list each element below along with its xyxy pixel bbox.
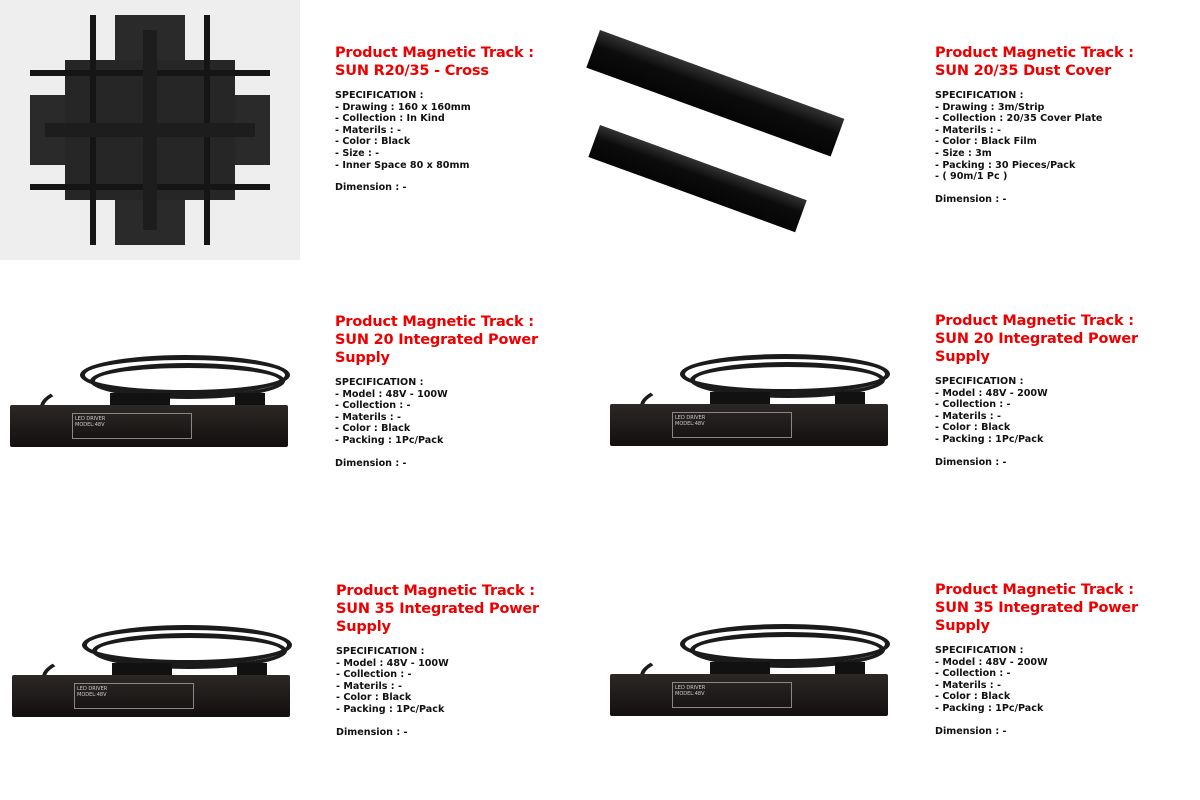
spec-item: - Color : Black bbox=[336, 692, 412, 704]
spec-item: - Materils : - bbox=[935, 124, 1001, 136]
spec-item: - Materils : - bbox=[335, 411, 401, 423]
cross-connector-image bbox=[0, 0, 300, 260]
spec-item: - Model : 48V - 200W bbox=[935, 387, 1048, 399]
product-title-line1: Product Magnetic Track : bbox=[935, 582, 1134, 598]
product-info: Product Magnetic Track : SUN 35 Integrate… bbox=[935, 581, 1195, 737]
dimension: Dimension : - bbox=[335, 457, 407, 469]
spec-item: - Color : Black bbox=[935, 422, 1011, 434]
spec-heading: SPECIFICATION : bbox=[335, 90, 424, 101]
product-title-line1: Product Magnetic Track : bbox=[935, 313, 1134, 329]
product-name: SUN 35 Integrated Power Supply bbox=[336, 601, 539, 635]
spec-item: - Materils : - bbox=[935, 410, 1001, 422]
spec-item: - Color : Black bbox=[335, 136, 411, 148]
product-title: Product Magnetic Track : SUN R20/35 - Cro… bbox=[335, 44, 595, 80]
spec-heading: SPECIFICATION : bbox=[336, 646, 425, 657]
product-name: SUN 20/35 Dust Cover bbox=[935, 63, 1112, 79]
product-title-line1: Product Magnetic Track : bbox=[336, 583, 535, 599]
spec-item: - Packing : 1Pc/Pack bbox=[336, 703, 445, 715]
spec-item: - Color : Black bbox=[335, 423, 411, 435]
product-title: Product Magnetic Track : SUN 35 Integrate… bbox=[336, 582, 596, 636]
dimension: Dimension : - bbox=[935, 193, 1007, 205]
spec-item: - Collection : - bbox=[935, 668, 1011, 680]
product-name: SUN 35 Integrated Power Supply bbox=[935, 600, 1138, 634]
spec-item: - Model : 48V - 100W bbox=[336, 657, 449, 669]
spec-heading: SPECIFICATION : bbox=[935, 645, 1024, 656]
spec-item: - Packing : 1Pc/Pack bbox=[935, 702, 1044, 714]
spec-item: - Color : Black Film bbox=[935, 136, 1037, 148]
product-title: Product Magnetic Track : SUN 20/35 Dust C… bbox=[935, 44, 1195, 80]
spec-item: - Collection : In Kind bbox=[335, 113, 445, 125]
spec-item: - Drawing : 3m/Strip bbox=[935, 101, 1045, 113]
product-title-line1: Product Magnetic Track : bbox=[935, 45, 1134, 61]
product-title-line1: Product Magnetic Track : bbox=[335, 45, 534, 61]
product-name: SUN R20/35 - Cross bbox=[335, 63, 489, 79]
spec-item: - Packing : 1Pc/Pack bbox=[335, 434, 444, 446]
product-title: Product Magnetic Track : SUN 35 Integrate… bbox=[935, 581, 1195, 635]
dimension: Dimension : - bbox=[935, 725, 1007, 737]
spec-item: - Materils : - bbox=[336, 680, 402, 692]
spec-item: - Materils : - bbox=[335, 124, 401, 136]
product-info: Product Magnetic Track : SUN 20/35 Dust C… bbox=[935, 44, 1195, 205]
spec-item: - Size : - bbox=[335, 147, 380, 159]
spec-heading: SPECIFICATION : bbox=[935, 376, 1024, 387]
specification: SPECIFICATION :- Drawing : 160 x 160mm- … bbox=[335, 90, 595, 171]
product-title-line1: Product Magnetic Track : bbox=[335, 314, 534, 330]
spec-heading: SPECIFICATION : bbox=[335, 377, 424, 388]
dust-cover-image bbox=[586, 30, 845, 235]
product-title: Product Magnetic Track : SUN 20 Integrate… bbox=[935, 312, 1195, 366]
spec-item: - Model : 48V - 200W bbox=[935, 656, 1048, 668]
spec-item: - Packing : 30 Pieces/Pack bbox=[935, 159, 1076, 171]
spec-item: - Collection : - bbox=[935, 399, 1011, 411]
specification: SPECIFICATION :- Drawing : 3m/Strip- Col… bbox=[935, 90, 1195, 183]
spec-item: - Inner Space 80 x 80mm bbox=[335, 159, 470, 171]
spec-heading: SPECIFICATION : bbox=[935, 90, 1024, 101]
product-title: Product Magnetic Track : SUN 20 Integrate… bbox=[335, 313, 595, 367]
spec-item: - Materils : - bbox=[935, 679, 1001, 691]
spec-item: - Packing : 1Pc/Pack bbox=[935, 433, 1044, 445]
dimension: Dimension : - bbox=[336, 726, 408, 738]
product-info: Product Magnetic Track : SUN 20 Integrate… bbox=[935, 312, 1195, 468]
dimension: Dimension : - bbox=[335, 182, 407, 194]
product-info: Product Magnetic Track : SUN R20/35 - Cro… bbox=[335, 44, 595, 193]
spec-item: - Drawing : 160 x 160mm bbox=[335, 101, 471, 113]
spec-item: - ( 90m/1 Pc ) bbox=[935, 171, 1008, 183]
specification: SPECIFICATION :- Model : 48V - 100W- Col… bbox=[336, 646, 596, 716]
spec-item: - Size : 3m bbox=[935, 147, 992, 159]
product-info: Product Magnetic Track : SUN 35 Integrate… bbox=[336, 582, 596, 738]
product-name: SUN 20 Integrated Power Supply bbox=[335, 332, 538, 366]
dimension: Dimension : - bbox=[935, 456, 1007, 468]
product-name: SUN 20 Integrated Power Supply bbox=[935, 331, 1138, 365]
spec-item: - Color : Black bbox=[935, 691, 1011, 703]
product-info: Product Magnetic Track : SUN 20 Integrate… bbox=[335, 313, 595, 469]
spec-item: - Collection : - bbox=[335, 400, 411, 412]
specification: SPECIFICATION :- Model : 48V - 200W- Col… bbox=[935, 376, 1195, 446]
spec-item: - Model : 48V - 100W bbox=[335, 388, 448, 400]
specification: SPECIFICATION :- Model : 48V - 200W- Col… bbox=[935, 645, 1195, 715]
spec-item: - Collection : - bbox=[336, 669, 412, 681]
spec-item: - Collection : 20/35 Cover Plate bbox=[935, 113, 1103, 125]
specification: SPECIFICATION :- Model : 48V - 100W- Col… bbox=[335, 377, 595, 447]
